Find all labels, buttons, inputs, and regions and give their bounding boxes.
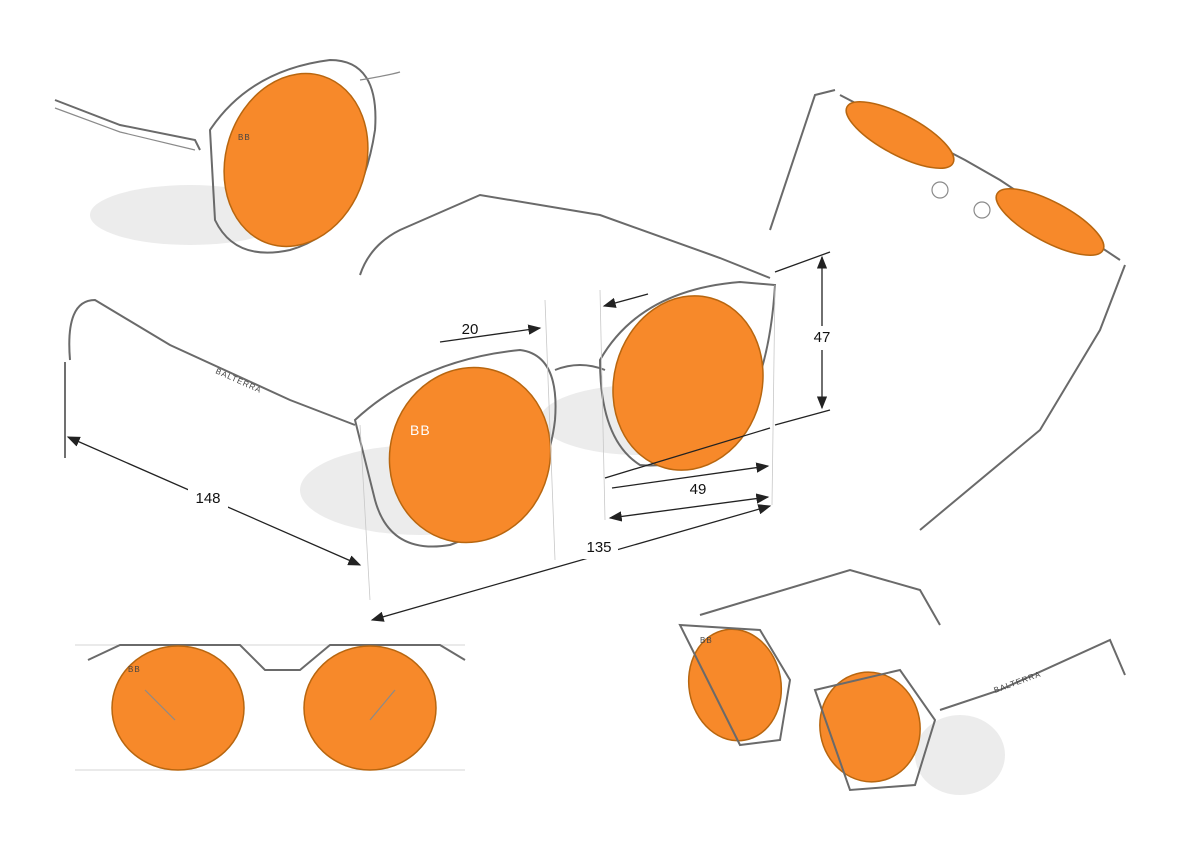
temple-arm-near bbox=[939, 638, 1126, 711]
dimension-line-lens-width bbox=[608, 493, 770, 522]
view-side-angle-top-left: BB bbox=[54, 58, 401, 254]
dimension-label-lens-width: 49 bbox=[690, 481, 707, 498]
brand-logo: BB bbox=[700, 636, 713, 645]
dimension-line-total-width bbox=[370, 504, 772, 622]
view-front: BB bbox=[75, 644, 466, 771]
brand-logo: BB bbox=[128, 665, 141, 674]
view-top-right bbox=[769, 89, 1126, 531]
label-bg bbox=[808, 326, 836, 350]
dimension-arrow-bridge-right bbox=[602, 293, 649, 308]
extension-line bbox=[774, 409, 831, 426]
dimension-label-lens-height: 47 bbox=[814, 329, 831, 346]
label-bg bbox=[188, 488, 228, 510]
shadow bbox=[915, 715, 1005, 795]
nose-pad bbox=[931, 181, 949, 199]
lens-right bbox=[303, 645, 437, 771]
temple-brand-text: BALTERRA bbox=[993, 669, 1043, 694]
temple-arm-edge bbox=[54, 107, 196, 151]
nose-pads bbox=[144, 689, 396, 721]
temple-brand-text: BALTERRA bbox=[214, 367, 263, 395]
lens-right bbox=[612, 295, 764, 471]
dimension-label-bridge: 20 bbox=[462, 321, 479, 338]
lens-left bbox=[111, 645, 245, 771]
brand-logo: BB bbox=[238, 133, 251, 142]
view-three-quarter-bottom-right: BALTERRA BB bbox=[678, 568, 1126, 795]
extension-line bbox=[604, 427, 771, 479]
dimension-line-lens-width-upper bbox=[611, 462, 770, 489]
construction-lines bbox=[359, 284, 776, 601]
dimension-label-total-width: 135 bbox=[586, 539, 611, 556]
bridge bbox=[554, 364, 606, 371]
temple-arm bbox=[769, 89, 836, 231]
temple-arm-near bbox=[68, 298, 356, 426]
dimension-arrow-bridge-left bbox=[439, 324, 542, 343]
frame-top bbox=[87, 644, 466, 671]
lens-left bbox=[845, 101, 955, 169]
lens-right bbox=[995, 188, 1105, 256]
temple-arm-far bbox=[359, 193, 771, 279]
frame-rim bbox=[208, 58, 377, 254]
lens-left bbox=[687, 628, 783, 742]
frame-rims bbox=[678, 623, 937, 792]
nose-pad bbox=[973, 201, 991, 219]
lens bbox=[223, 72, 369, 248]
temple-arm-far bbox=[699, 568, 941, 626]
extension-line bbox=[774, 251, 831, 273]
view-main-three-quarter: BALTERRA BB 148 135 49 47 20 bbox=[64, 193, 836, 622]
label-bg bbox=[680, 480, 716, 500]
brand-logo: BB bbox=[410, 422, 431, 438]
temple-arm-right bbox=[919, 264, 1126, 531]
dimension-label-temple-length: 148 bbox=[195, 490, 220, 507]
lens-right bbox=[819, 671, 921, 783]
temple-far bbox=[359, 71, 401, 81]
label-bg bbox=[580, 537, 618, 559]
temple-arm bbox=[54, 99, 201, 151]
